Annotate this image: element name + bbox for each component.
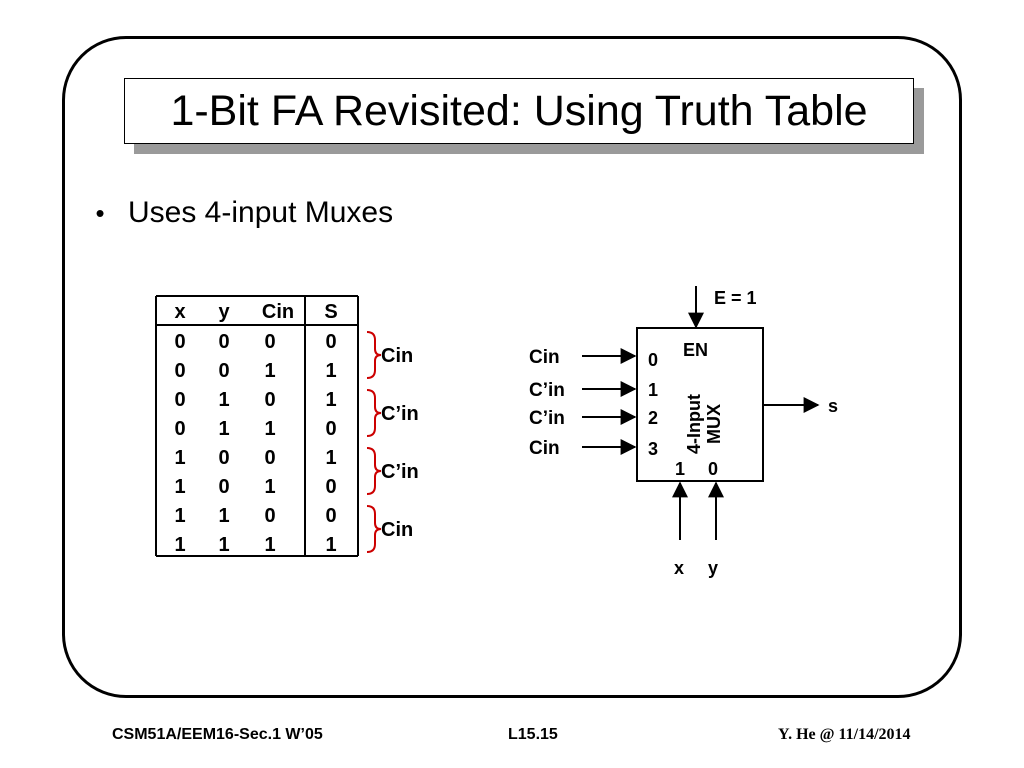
cell-x: 0 [174,360,185,382]
footer-author-date: Y. He @ 11/14/2014 [778,726,911,743]
cell-s: 0 [325,476,336,498]
cell-cin: 1 [264,360,275,382]
table-header: x y Cin S [174,301,337,323]
header-x: x [174,301,185,323]
table-row: 1 1 1 1 [174,534,336,556]
group-label: C’in [381,403,419,425]
mux-input-number: 0 [648,350,658,370]
mux-input-number: 3 [648,439,658,459]
bullet-item: • Uses 4-input Muxes [88,196,393,230]
cell-y: 1 [218,505,229,527]
cell-s: 1 [325,447,336,469]
table-row: 0 1 1 0 [174,418,336,440]
cell-x: 1 [174,447,185,469]
cell-x: 1 [174,534,185,556]
mux-input-number: 2 [648,408,658,428]
cell-y: 0 [218,476,229,498]
cell-cin: 1 [264,476,275,498]
cell-x: 1 [174,505,185,527]
slide-frame [62,36,962,698]
table-row: 0 1 0 1 [174,389,336,411]
select-number-0: 0 [708,459,718,479]
table-row: 0 0 1 1 [174,360,336,382]
cell-s: 1 [325,360,336,382]
cell-y: 0 [218,360,229,382]
en-pin-label: EN [683,340,708,360]
mux-input-signal: C’in [529,408,565,429]
cell-y: 0 [218,447,229,469]
group-brace [366,389,382,437]
table-body: 0 0 0 0 0 0 1 1 0 1 0 1 0 1 1 0 1 0 0 1 1 0 1 0 1 1 0 0 1 1 1 1 [174,331,336,556]
cell-cin: 0 [264,389,275,411]
cell-y: 0 [218,331,229,353]
mux-name-line1: 4-Input [684,394,704,454]
cell-y: 1 [218,534,229,556]
cell-x: 0 [174,389,185,411]
cell-s: 0 [325,331,336,353]
group-label: Cin [381,519,413,541]
select-x-label: x [674,558,684,578]
mux-name: 4-Input MUX [684,394,724,454]
cell-y: 1 [218,418,229,440]
group-brace [366,447,382,495]
mux-input-signal: Cin [529,347,560,368]
mux-input-number: 1 [648,380,658,400]
slide-title: 1-Bit FA Revisited: Using Truth Table [124,78,914,144]
cell-s: 1 [325,389,336,411]
cell-cin: 1 [264,534,275,556]
cell-s: 0 [325,418,336,440]
group-brace [366,331,382,379]
cell-s: 1 [325,534,336,556]
cell-cin: 0 [264,505,275,527]
cell-cin: 0 [264,331,275,353]
header-y: y [218,301,230,323]
output-label: s [828,396,838,416]
enable-label: E = 1 [714,288,757,308]
select-number-1: 1 [675,459,685,479]
cell-cin: 1 [264,418,275,440]
mux-name-line2: MUX [704,404,724,444]
table-row: 1 0 0 1 [174,447,336,469]
bullet-text: Uses 4-input Muxes [128,196,394,229]
cell-x: 0 [174,418,185,440]
cell-x: 1 [174,476,185,498]
footer-course: CSM51A/EEM16-Sec.1 W’05 [112,726,323,743]
cell-x: 0 [174,331,185,353]
table-row: 1 0 1 0 [174,476,336,498]
group-label: C’in [381,461,419,483]
header-cin: Cin [262,301,294,323]
table-row: 1 1 0 0 [174,505,336,527]
cell-cin: 0 [264,447,275,469]
mux-input-signal: C’in [529,380,565,401]
cell-s: 0 [325,505,336,527]
header-s: S [324,301,337,323]
group-brace [366,505,382,553]
group-label: Cin [381,345,413,367]
mux-input-signal: Cin [529,438,560,459]
table-row: 0 0 0 0 [174,331,336,353]
footer-slide-number: L15.15 [508,726,558,743]
bullet-dot: • [95,197,105,228]
cell-y: 1 [218,389,229,411]
select-y-label: y [708,558,718,578]
